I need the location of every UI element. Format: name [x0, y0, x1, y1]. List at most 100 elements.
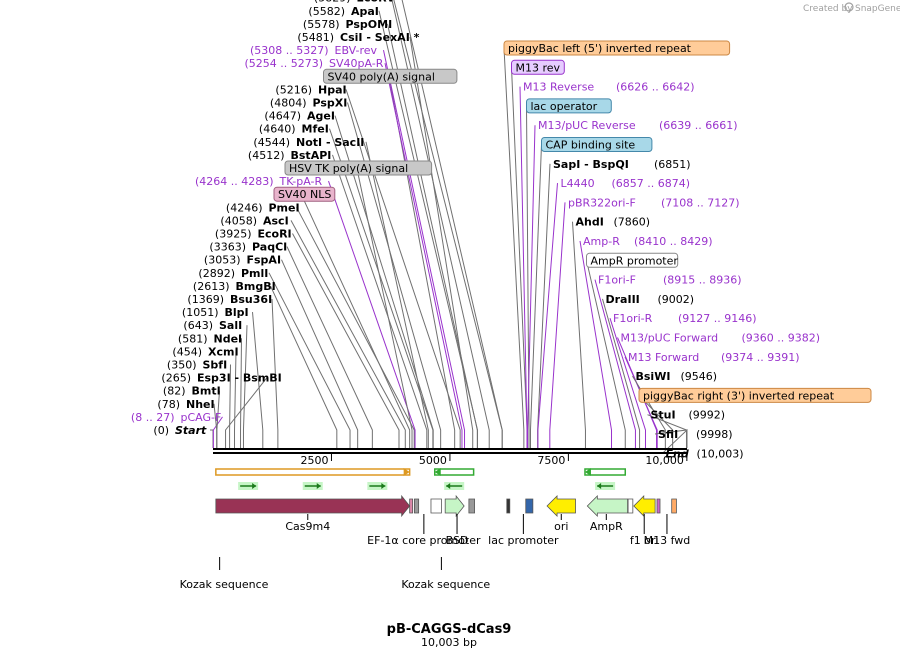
site-name: L4440 [561, 177, 595, 190]
site-position: (3363) [209, 241, 246, 254]
feature-box-label: SV40 poly(A) signal [328, 70, 435, 83]
site-position: (6626 .. 6642) [616, 81, 695, 94]
feature-box-bg [586, 252, 679, 268]
feature-box-label: CAP binding site [546, 139, 636, 152]
site-name: PaqCI [252, 241, 287, 254]
site-label-pmei: (4246)PmeI [226, 201, 300, 214]
site-name: BlpI [225, 306, 249, 319]
leader-line [662, 428, 688, 454]
site-name: CsiI - SexAI * [340, 31, 420, 44]
site-label-stui: StuI(9992) [651, 409, 726, 422]
orf-track [215, 468, 627, 490]
leader-line [347, 102, 442, 448]
site-position: (6639 .. 6661) [659, 119, 738, 132]
site-name: NheI [186, 398, 215, 411]
site-label-ebv-rev: (5308 .. 5327)EBV-rev [250, 44, 378, 57]
site-name: EcoRV [357, 0, 396, 5]
site-label-agei: (4647)AgeI [264, 110, 335, 123]
site-name: StuI [651, 409, 676, 422]
site-name: PspOMI [346, 18, 393, 31]
site-label-csii-sexai: (5481) CsiI - SexAI * [297, 31, 419, 44]
orf-arrow-head [434, 468, 441, 476]
leader-line [365, 141, 429, 448]
site-name: FspAI [247, 254, 282, 267]
feature-box-bg [273, 186, 336, 202]
site-name: TK-pA-R [279, 175, 323, 188]
leader-line [586, 260, 626, 448]
site-name: NotI - SacII [296, 136, 364, 149]
leader-line [537, 183, 558, 448]
site-name: Bsu36I [230, 293, 272, 306]
site-leader-lines [210, 0, 688, 454]
leader-line [212, 416, 223, 448]
site-name: PspXI [313, 97, 348, 110]
site-name: M13 Reverse [523, 81, 594, 94]
site-name: EcoRI [258, 228, 292, 241]
site-position: (0) [153, 424, 169, 437]
orf-bar [215, 468, 411, 476]
feature-box-label: piggyBac left (5') inverted repeat [508, 42, 692, 55]
leader-line [357, 174, 413, 448]
site-name: F1ori-F [598, 274, 636, 287]
site-name: SfiI [658, 428, 678, 441]
site-name: M13 Forward [628, 351, 699, 364]
feature-box-bg [503, 40, 731, 56]
site-position: (82) [163, 385, 186, 398]
site-name: Start [175, 424, 207, 437]
site-label-sfii: SfiI(9998) [658, 428, 733, 441]
site-name: pBR322ori-F [568, 196, 636, 209]
site-label-pspomi: (5578)PspOMI [303, 18, 392, 31]
site-label-l4440: L4440(6857 .. 6874) [561, 177, 691, 190]
leader-line [286, 246, 373, 448]
site-position: (4804) [270, 97, 307, 110]
feature-hsv-tk-poly-a-signal [413, 498, 420, 514]
site-position: (4544) [253, 136, 290, 149]
site-name: AscI [263, 214, 289, 227]
leader-line [240, 338, 242, 448]
site-label-sv40pa-r: (5254 .. 5273)SV40pA-R [244, 57, 383, 70]
site-position: (8 .. 27) [131, 411, 175, 424]
site-position: (5481) [297, 31, 334, 44]
feature-ef-1-core-promoter [430, 498, 442, 514]
site-position: (9360 .. 9382) [742, 332, 821, 345]
leader-line [549, 202, 566, 448]
leader-line [334, 115, 434, 448]
feature-sv40-poly-a-signal [468, 498, 475, 514]
site-label-f1ori-r: F1ori-R(9127 .. 9146) [613, 312, 757, 325]
orf-arrow-head [584, 468, 591, 476]
site-name: AgeI [307, 110, 335, 123]
site-name: NdeI [214, 332, 243, 345]
site-name: Amp-R [583, 235, 620, 248]
leader-line [332, 154, 428, 448]
orf-frame-arrow [597, 483, 602, 489]
orf-frame-arrow [446, 483, 451, 489]
leader-line [383, 49, 466, 448]
leader-line [292, 233, 400, 448]
site-label-apai: (5582)ApaI [308, 5, 378, 18]
site-position: (78) [157, 398, 180, 411]
site-position: (265) [161, 372, 191, 385]
ruler-label: 7500 [537, 454, 565, 467]
credit-text: Created by [803, 4, 853, 14]
leader-line [328, 180, 416, 448]
site-label-xcmi: (454)XcmI [172, 345, 238, 358]
site-position: (3925) [215, 228, 252, 241]
feature-box-hsv-tk-poly-a-signal: HSV TK poly(A) signal [284, 160, 433, 176]
orf-frame-arrow [381, 483, 386, 489]
leader-line [378, 10, 479, 448]
site-name: F1ori-R [613, 312, 653, 325]
site-label-asci: (4058)AscI [220, 214, 288, 227]
feature-box-label: SV40 NLS [278, 188, 331, 201]
site-position: (4246) [226, 201, 263, 214]
leader-line [579, 240, 613, 448]
leader-line [609, 318, 646, 448]
feature-box-lac-operator: lac operator [526, 98, 612, 114]
leader-line [303, 200, 411, 448]
feature-m13-fwd [656, 498, 661, 514]
feature-label: Kozak sequence [180, 578, 269, 591]
site-label-pbr322ori-f: pBR322ori-F(7108 .. 7127) [568, 196, 740, 209]
site-name: BsiWI [636, 370, 671, 383]
plasmid-length: 10,003 bp [421, 636, 477, 649]
